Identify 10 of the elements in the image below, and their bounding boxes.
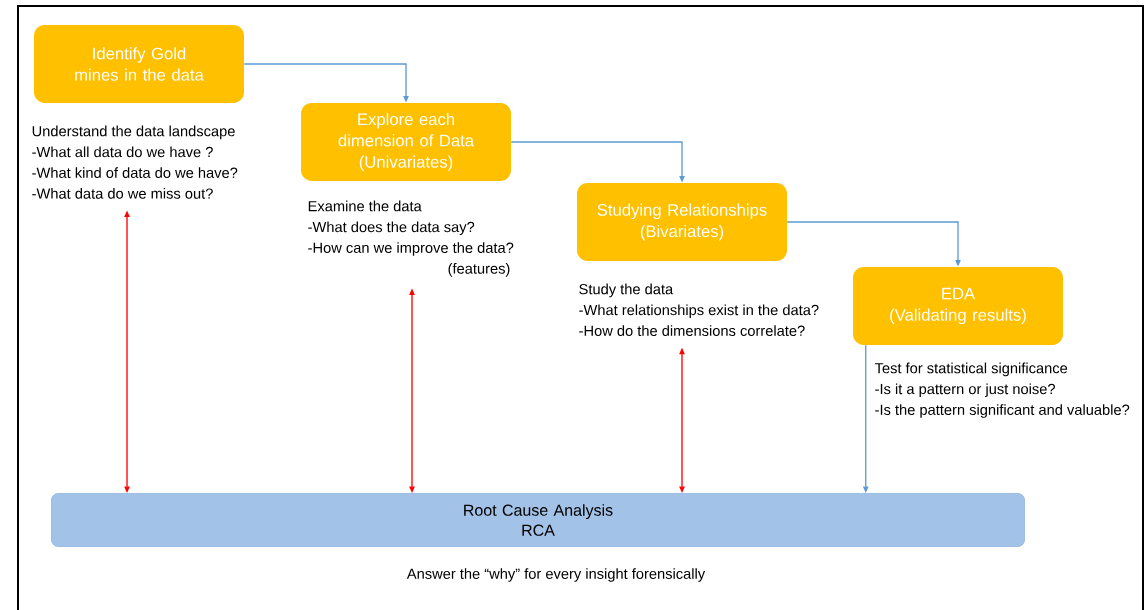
process-box: EDA (Validating results) [853,267,1063,345]
note-text: Examine the data -What does the data say? -How can we improve the data? (features) [308,200,514,277]
caption-text: Answer the “why” for every insight forensically [406,568,706,582]
note-text: Understand the data landscape -What all data do we have ? -What kind of data do we have? -What data do we miss out? [32,125,238,199]
process-box: Identify Gold mines in the data [34,25,244,103]
note-text: Study the data -What relationships exist in the data? -How do the dimensions correlate? [579,283,819,336]
note-text: Test for statistical significance -Is it a pattern or just noise? -Is the pattern significant and valuable? [874,362,1130,418]
process-box: Studying Relationships (Bivariates) [577,183,787,261]
process-bar: Root Cause Analysis RCA [51,493,1025,547]
process-box: Explore each dimension of Data (Univariates) [301,103,511,181]
